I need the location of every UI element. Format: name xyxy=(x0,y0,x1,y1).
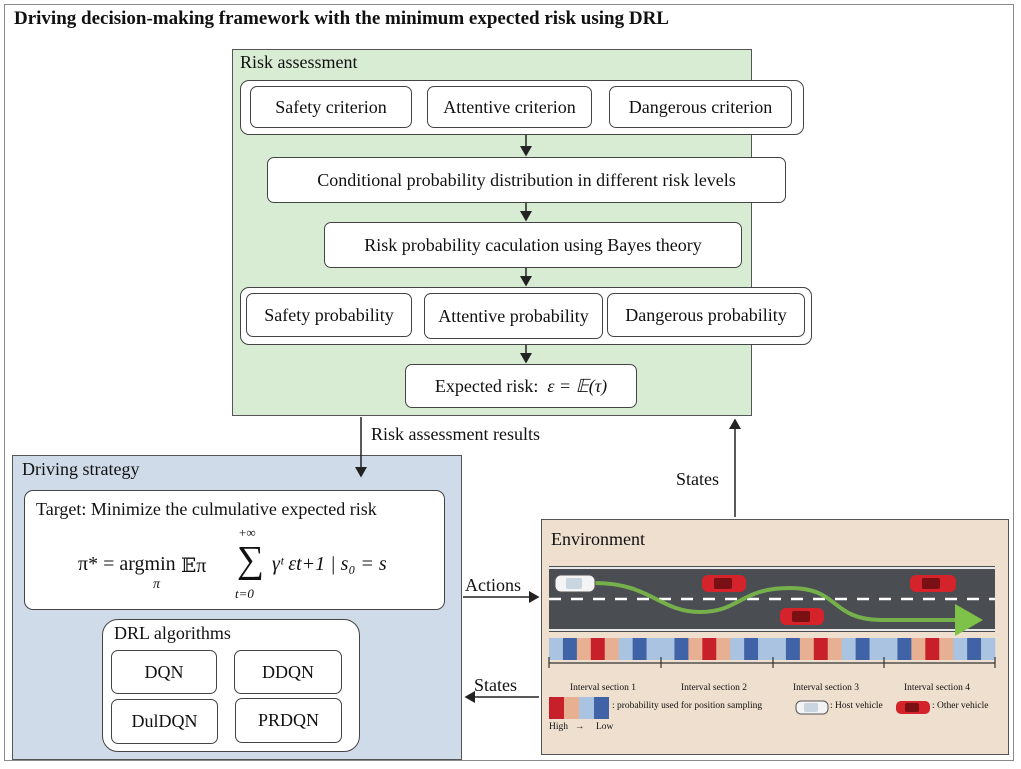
expected-risk-formula: ε = 𝔼(τ) xyxy=(547,375,608,396)
legend-high-text: High xyxy=(549,722,568,732)
drl-algorithms-title: DRL algorithms xyxy=(114,623,231,643)
probability-cell xyxy=(813,638,829,660)
probability-strip xyxy=(549,638,996,660)
expected-risk-label: Expected risk: xyxy=(434,375,539,396)
legend-probability-text: : probability used for position sampling xyxy=(612,701,763,711)
legend-other-text: : Other vehicle xyxy=(932,701,989,711)
interval-label-4: Interval section 4 xyxy=(904,683,970,693)
environment-title: Environment xyxy=(551,529,645,549)
legend-arrow: → xyxy=(575,722,585,732)
probability-cell xyxy=(841,638,856,660)
attentive-probability-box: Attentive probability xyxy=(424,293,603,339)
formula-sum-upper: +∞ xyxy=(239,525,256,540)
probability-cell xyxy=(883,638,898,660)
probability-cell xyxy=(716,638,731,660)
other-vehicle-2 xyxy=(780,608,824,625)
legend-low-text: Low xyxy=(596,722,614,732)
formula-argmin-sub: π xyxy=(153,577,161,592)
probability-cell xyxy=(869,638,884,660)
probability-cell xyxy=(590,638,606,660)
probability-cell xyxy=(549,638,564,660)
probability-cell xyxy=(939,638,954,660)
probability-cell xyxy=(604,638,619,660)
actions-label: Actions xyxy=(465,575,521,595)
probability-cell xyxy=(799,638,815,660)
probability-cell xyxy=(758,638,773,660)
safety-probability-box: Safety probability xyxy=(246,293,412,337)
risk-assessment-title: Risk assessment xyxy=(240,52,358,72)
probability-cell xyxy=(688,638,703,660)
figure-frame xyxy=(4,4,1014,761)
probability-cell xyxy=(925,638,940,660)
formula-term: γᵗ εt+1 | s₀ = s xyxy=(272,553,387,575)
probability-cell xyxy=(744,638,759,660)
probability-cell xyxy=(562,638,578,660)
legend-probability-swatch xyxy=(549,697,609,719)
probability-cell xyxy=(967,638,982,660)
probability-cell xyxy=(674,638,689,660)
formula-lhs: π* = argmin xyxy=(78,553,176,575)
dangerous-criterion-box: Dangerous criterion xyxy=(609,86,792,128)
expected-risk-box: Expected risk: ε = 𝔼(τ) xyxy=(405,364,637,408)
host-vehicle xyxy=(554,574,596,593)
attentive-criterion-box: Attentive criterion xyxy=(427,86,592,128)
probability-cell xyxy=(576,638,592,660)
algorithm-prdqn-box: PRDQN xyxy=(235,698,342,743)
interval-label-2: Interval section 2 xyxy=(681,683,747,693)
other-vehicle-1 xyxy=(702,575,746,592)
driving-strategy-title: Driving strategy xyxy=(22,459,140,479)
formula-sum-lower: t=0 xyxy=(235,586,254,601)
interval-label-1: Interval section 1 xyxy=(570,683,636,693)
probability-cell xyxy=(911,638,926,660)
target-text: Target: Minimize the culmulative expecte… xyxy=(36,499,377,519)
legend-host-vehicle-icon xyxy=(795,700,829,715)
target-box xyxy=(24,490,445,610)
probability-cell xyxy=(772,638,787,660)
states-bottom-label: States xyxy=(474,675,517,695)
legend-other-vehicle-icon xyxy=(896,701,930,714)
environment-panel xyxy=(541,519,1009,755)
formula-sum-sign: ∑ xyxy=(237,539,265,581)
probability-cell xyxy=(981,638,996,660)
algorithm-dqn-box: DQN xyxy=(111,650,217,694)
probability-cell xyxy=(897,638,912,660)
other-vehicle-3 xyxy=(910,575,956,592)
probability-cell xyxy=(632,638,647,660)
probability-cell xyxy=(953,638,968,660)
probability-cell xyxy=(730,638,745,660)
probability-cell xyxy=(855,638,870,660)
probability-cell xyxy=(702,638,717,660)
risk-results-label: Risk assessment results xyxy=(371,424,540,444)
probability-cell xyxy=(785,638,801,660)
host-vehicle-path xyxy=(594,581,983,636)
interval-label-3: Interval section 3 xyxy=(793,683,859,693)
states-top-label: States xyxy=(676,469,719,489)
figure-title: Driving decision-making framework with t… xyxy=(14,8,669,29)
algorithm-ddqn-box: DDQN xyxy=(234,650,342,694)
bayes-calculation-box: Risk probability caculation using Bayes … xyxy=(324,222,742,268)
probability-cell xyxy=(827,638,842,660)
probability-cell xyxy=(646,638,661,660)
algorithm-duldqn-box: DulDQN xyxy=(111,699,218,744)
probability-cell xyxy=(660,638,675,660)
legend-host-text: : Host vehicle xyxy=(830,701,883,711)
conditional-probability-box: Conditional probability distribution in … xyxy=(267,157,786,203)
formula-expectation: 𝔼π xyxy=(181,555,207,577)
safety-criterion-box: Safety criterion xyxy=(250,86,412,128)
probability-cell xyxy=(618,638,633,660)
dangerous-probability-box: Dangerous probability xyxy=(607,293,805,337)
